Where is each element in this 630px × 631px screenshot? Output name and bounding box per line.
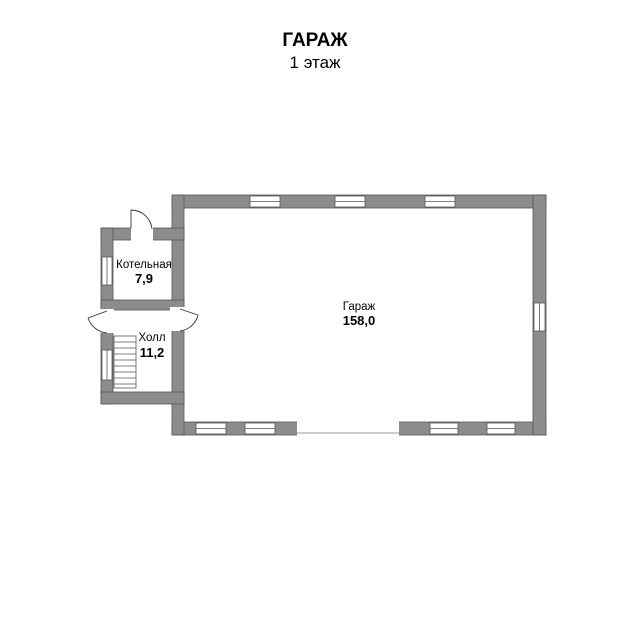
annex-wall-bottom xyxy=(100,391,185,405)
inner-door-opening xyxy=(170,307,186,331)
window-top-2 xyxy=(334,195,366,208)
room-label-garage: Гараж 158,0 xyxy=(343,301,376,328)
window-bottom-1 xyxy=(195,422,227,435)
annex-wall-middle xyxy=(100,299,185,311)
room-name-hall: Холл xyxy=(138,332,165,344)
boiler-door xyxy=(130,209,153,230)
boiler-door-opening xyxy=(131,227,153,241)
room-name-garage: Гараж xyxy=(343,301,376,313)
window-hall xyxy=(101,349,113,381)
window-bottom-4 xyxy=(486,422,516,435)
room-area-boiler: 7,9 xyxy=(135,271,153,286)
window-bottom-3 xyxy=(429,422,459,435)
stairs xyxy=(113,335,137,389)
plan-title: ГАРАЖ xyxy=(282,30,348,51)
garage-gate-opening xyxy=(297,421,399,436)
room-area-hall: 11,2 xyxy=(140,345,165,360)
inner-door xyxy=(179,308,199,332)
window-top-1 xyxy=(249,195,281,208)
hall-door xyxy=(87,310,108,334)
window-top-3 xyxy=(424,195,456,208)
room-area-garage: 158,0 xyxy=(343,313,376,328)
title-block: ГАРАЖ 1 этаж xyxy=(0,30,630,74)
room-name-boiler: Котельная xyxy=(116,259,172,271)
walls xyxy=(100,194,547,436)
windows xyxy=(101,195,546,435)
window-bottom-2 xyxy=(244,422,276,435)
window-right xyxy=(533,302,546,332)
room-label-hall: Холл 11,2 xyxy=(138,332,165,360)
window-boiler xyxy=(101,256,113,286)
doors xyxy=(87,209,199,334)
room-label-boiler: Котельная 7,9 xyxy=(116,259,172,286)
plan-subtitle: 1 этаж xyxy=(289,53,341,72)
openings xyxy=(100,227,399,436)
hall-door-opening xyxy=(100,309,114,333)
